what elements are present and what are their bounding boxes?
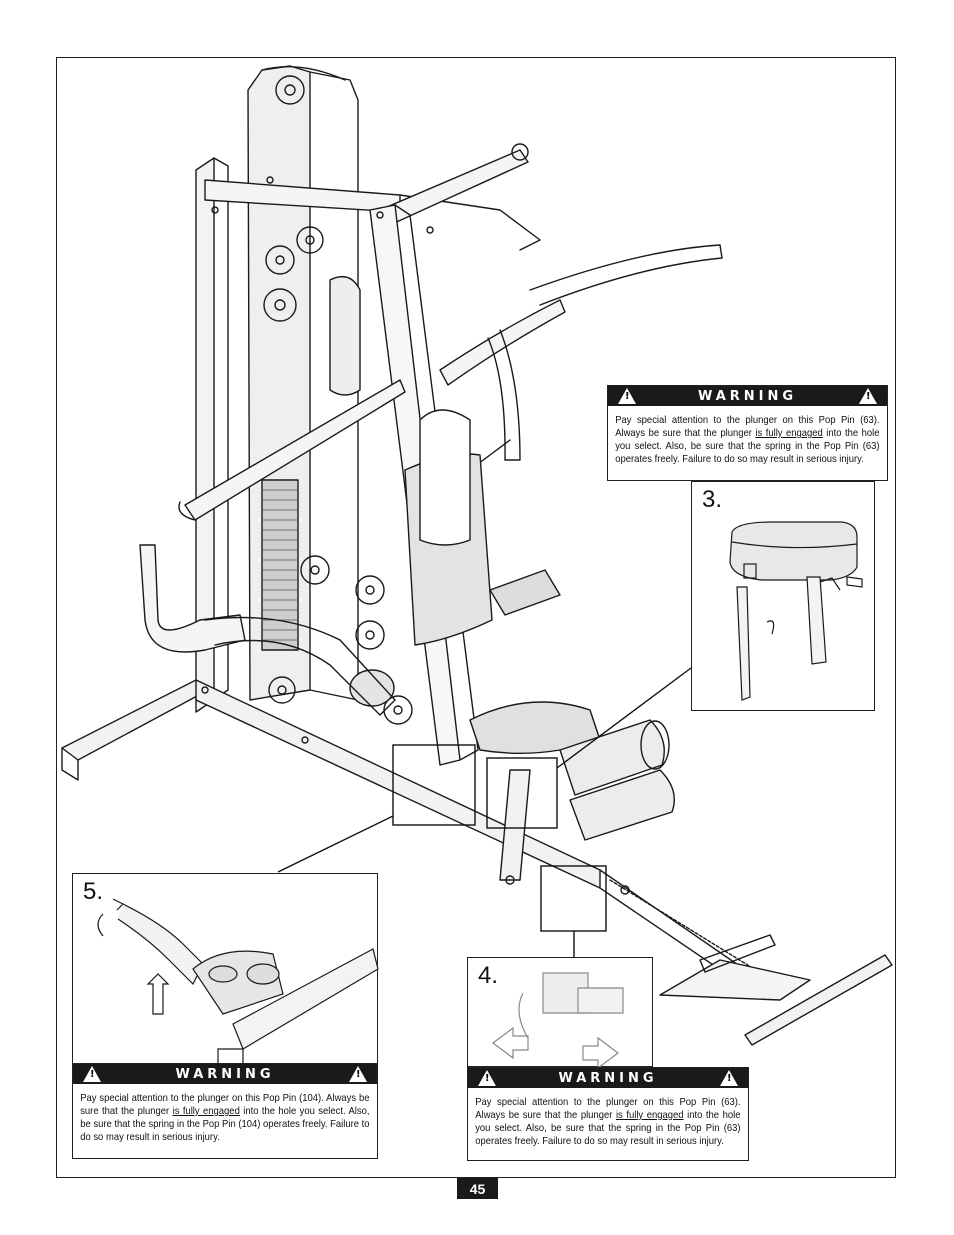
- warning-title: WARNING: [175, 1066, 275, 1082]
- warning-triangle-icon: !: [859, 388, 877, 404]
- step-number-5: 5.: [83, 878, 104, 905]
- warning-box-top-right: ! WARNING ! Pay special attention to the…: [607, 385, 888, 481]
- warning-triangle-icon: !: [618, 388, 636, 404]
- warning-triangle-icon: !: [720, 1070, 738, 1086]
- warning-box-bottom-left: ! WARNING ! Pay special attention to the…: [72, 1063, 378, 1159]
- detail-callout-5: 5.: [72, 873, 379, 1064]
- warning-text: Pay special attention to the plunger on …: [80, 1092, 370, 1143]
- page-number: 45: [457, 1178, 498, 1199]
- step-number-3: 3.: [702, 486, 723, 513]
- warning-triangle-icon: !: [478, 1070, 496, 1086]
- warning-title: WARNING: [558, 1070, 658, 1086]
- warning-box-bottom-middle: ! WARNING ! Pay special attention to the…: [467, 1067, 749, 1161]
- page-frame: [56, 57, 896, 1178]
- seat-pad-detail-illustration: [729, 521, 863, 701]
- warning-header: ! WARNING !: [608, 386, 887, 406]
- warning-text: Pay special attention to the plunger on …: [615, 414, 880, 465]
- warning-header: ! WARNING !: [73, 1064, 377, 1084]
- detail-callout-3: 3.: [691, 481, 875, 711]
- step-number-4: 4.: [478, 962, 499, 989]
- pop-pin-63-detail-illustration: [492, 972, 624, 1068]
- warning-triangle-icon: !: [83, 1066, 101, 1082]
- warning-title: WARNING: [697, 388, 798, 404]
- warning-header: ! WARNING !: [468, 1068, 748, 1088]
- warning-text: Pay special attention to the plunger on …: [475, 1096, 741, 1147]
- warning-triangle-icon: !: [349, 1066, 367, 1082]
- detail-callout-4: 4.: [467, 957, 653, 1068]
- pop-pin-104-detail-illustration: [97, 898, 379, 1064]
